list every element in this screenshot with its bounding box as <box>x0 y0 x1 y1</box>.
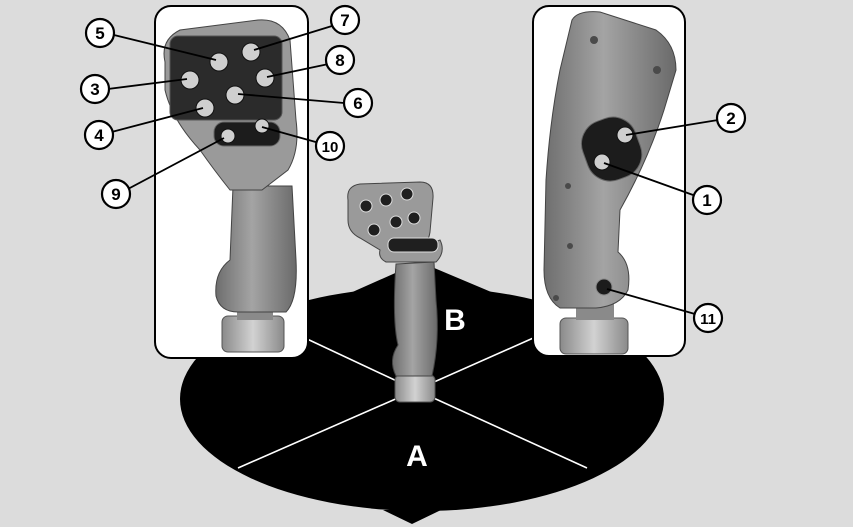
center-base <box>394 374 436 403</box>
callout-11: 11 <box>692 302 724 334</box>
left-buttons <box>180 42 275 118</box>
svg-text:9: 9 <box>111 185 120 204</box>
svg-text:2: 2 <box>726 109 735 128</box>
svg-text:11: 11 <box>700 311 716 328</box>
callout-10: 10 <box>314 130 346 162</box>
center-rocker <box>387 237 439 253</box>
callouts: 1 2 3 4 5 6 7 8 <box>79 4 747 334</box>
callout-1: 1 <box>691 184 723 216</box>
callout-8: 8 <box>324 44 356 76</box>
center-grip <box>392 261 438 377</box>
svg-text:10: 10 <box>322 139 339 156</box>
joystick-side-view <box>532 5 686 357</box>
svg-text:3: 3 <box>90 80 99 99</box>
callout-2: 2 <box>715 102 747 134</box>
svg-text:6: 6 <box>353 94 362 113</box>
right-rocker-buttons <box>593 126 634 171</box>
callout-5: 5 <box>84 17 116 49</box>
callout-6: 6 <box>342 87 374 119</box>
sector-label-a: A <box>406 440 428 473</box>
direction-arrow-bottom <box>383 510 441 524</box>
right-bottom-button <box>595 278 613 296</box>
left-rocker-buttons <box>220 118 270 144</box>
callout-4: 4 <box>83 119 115 151</box>
svg-text:1: 1 <box>702 191 711 210</box>
svg-text:5: 5 <box>95 24 104 43</box>
center-buttons <box>359 187 421 237</box>
joystick-front-view <box>154 5 309 359</box>
callout-leader-lines <box>99 21 719 317</box>
left-base <box>221 315 285 353</box>
right-screws <box>553 36 661 301</box>
left-grip <box>215 185 297 313</box>
callout-7: 7 <box>329 4 361 36</box>
svg-text:8: 8 <box>335 51 344 70</box>
callout-9: 9 <box>100 178 132 210</box>
svg-text:4: 4 <box>94 126 104 145</box>
right-base <box>559 317 629 355</box>
sector-label-b: B <box>444 304 466 337</box>
svg-text:7: 7 <box>340 11 349 30</box>
callout-3: 3 <box>79 73 111 105</box>
joystick-center-view <box>347 181 443 403</box>
